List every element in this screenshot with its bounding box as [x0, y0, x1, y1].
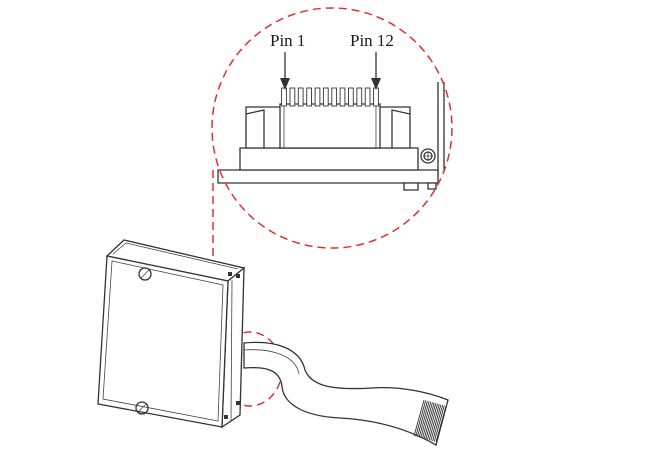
cable-contact — [435, 405, 447, 443]
screw-icon — [135, 401, 149, 415]
arrow-down-icon — [280, 78, 290, 90]
arrow-down-icon — [371, 78, 381, 90]
cable-contact — [420, 401, 432, 438]
cable-contact — [428, 404, 440, 441]
cable-contact — [427, 403, 438, 440]
cable-contact — [433, 405, 445, 442]
pin — [339, 87, 346, 107]
pin-12-label: Pin 12 — [350, 31, 394, 50]
pin-1-label: Pin 1 — [270, 31, 305, 50]
pin-12-callout: Pin 12 — [350, 31, 394, 90]
ribbon-cable-body — [243, 341, 449, 446]
screw-icon — [420, 148, 436, 164]
connector-pins — [281, 87, 379, 107]
magnifier-circle — [211, 7, 453, 249]
pcb-board — [217, 169, 439, 184]
module-box — [97, 239, 246, 429]
pin — [331, 87, 338, 107]
cable-contact — [423, 402, 435, 439]
standoff — [403, 182, 419, 191]
cable-contact — [418, 401, 430, 438]
cable-contact — [415, 400, 427, 437]
pin — [281, 87, 287, 107]
pin-1-callout: Pin 1 — [270, 31, 305, 90]
latch-right — [391, 109, 411, 148]
pin — [322, 87, 329, 107]
pin — [373, 87, 379, 107]
connector-base — [239, 147, 419, 171]
cable-contact — [413, 399, 425, 437]
ribbon-cable — [243, 341, 449, 446]
pin — [356, 87, 363, 107]
cable-contact — [432, 404, 444, 442]
cable-contact — [422, 402, 433, 439]
module-front-face — [97, 255, 229, 428]
pin — [348, 87, 354, 107]
pin — [314, 87, 321, 107]
cable-contact — [425, 403, 437, 440]
connector-slot — [279, 103, 381, 149]
cable-contacts — [413, 399, 447, 443]
latch-left — [245, 109, 265, 148]
cable-contact — [416, 400, 428, 438]
pin — [289, 87, 296, 107]
screw-icon — [138, 267, 152, 281]
pin — [364, 87, 371, 107]
cable-contact — [430, 404, 442, 441]
connector-detail-view — [217, 82, 445, 191]
pin — [306, 87, 312, 107]
pin — [297, 87, 304, 107]
